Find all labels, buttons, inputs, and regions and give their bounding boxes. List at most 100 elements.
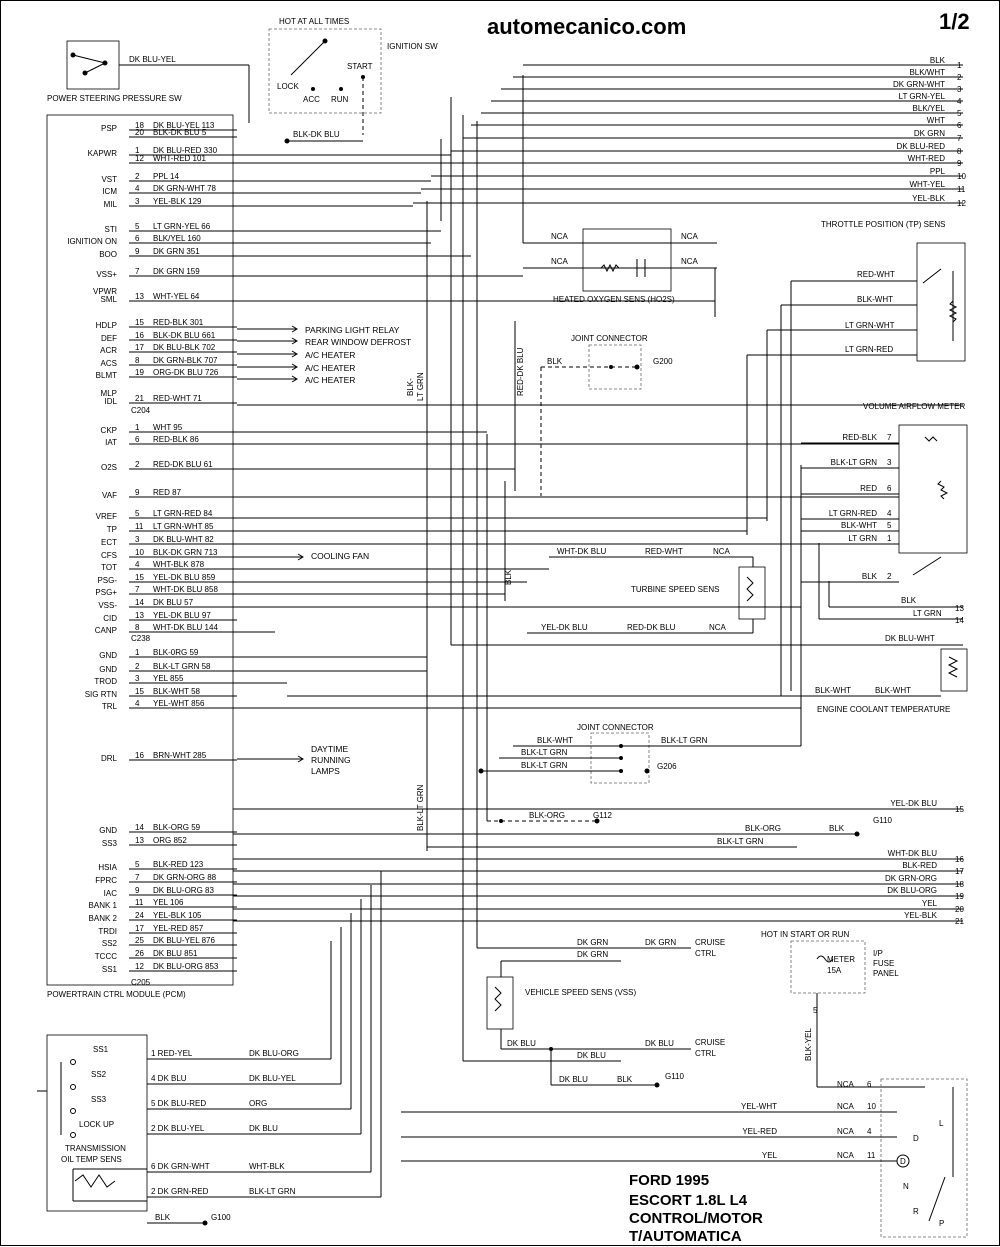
pcm-signal-label: ACS: [101, 359, 117, 368]
transmission-solenoid-pack: SS1 SS2 SS3 LOCK UP TRANSMISSION OIL TEM…: [37, 871, 382, 1226]
out-drl1: DAYTIME: [311, 744, 348, 754]
out-ac3: A/C HEATER: [305, 375, 355, 385]
pcm-signal-label: KAPWR: [88, 149, 118, 158]
joint2-w2: BLK-LT GRN: [521, 748, 568, 757]
harness-wire-label: PPL: [930, 167, 946, 176]
trans-gnd-wire: BLK: [155, 1213, 171, 1222]
pcm-pin-number: 14: [135, 598, 144, 607]
cruise1-l2: CTRL: [695, 949, 716, 958]
pcm-pin-number: 13: [135, 836, 144, 845]
trans-wire-label: WHT-BLK: [249, 1162, 285, 1171]
pcm-box: [46, 114, 234, 986]
harness-wire-label: LT GRN-YEL: [899, 92, 946, 101]
pcm-wire-label: YEL-WHT 856: [153, 699, 205, 708]
pcm-pin-number: 1: [135, 146, 140, 155]
trs-d: D: [913, 1134, 919, 1143]
pcm-pin-number: 9: [135, 247, 140, 256]
pcm-signal-label: TROD: [94, 677, 117, 686]
vam-wire-label: RED: [860, 484, 877, 493]
vlabel-reddkblu: RED-DK BLU: [516, 347, 525, 396]
ect-w2: BLK-WHT: [815, 686, 851, 695]
harness-wire-label: BLK/WHT: [909, 68, 945, 77]
trs-pin: 11: [867, 1151, 876, 1160]
pcm-signal-label: IDL: [105, 397, 118, 406]
vam-n14: 14: [955, 616, 964, 625]
pcm-signal-label: MLP: [101, 389, 117, 398]
pcm-signal-label: SS3: [102, 839, 118, 848]
pcm-wire-label: BLK-RED 123: [153, 860, 204, 869]
trs-p: P: [939, 1219, 944, 1228]
out-parking: PARKING LIGHT RELAY: [305, 325, 400, 335]
pcm-pin-number: 21: [135, 394, 144, 403]
pcm-wire-label: DK BLU-WHT 82: [153, 535, 214, 544]
trans-pin-label: 2 DK BLU-YEL: [151, 1124, 205, 1133]
harness-wire-label: BLK/YEL: [913, 104, 946, 113]
pcm-signal-label: CID: [103, 614, 117, 623]
fuse-panel3: PANEL: [873, 969, 899, 978]
tss-label: TURBINE SPEED SENS: [631, 585, 719, 594]
output-arrow: [237, 350, 298, 358]
trs-nca: NCA: [837, 1080, 855, 1089]
pcm-pin-number: 11: [135, 522, 144, 531]
pcm-pin-number: 8: [135, 356, 140, 365]
pcm-pin-number: 5: [135, 222, 140, 231]
harness-wire-label: WHT-RED: [908, 154, 946, 163]
ect-w3: BLK-WHT: [875, 686, 911, 695]
pcm-signal-label: SIG RTN: [85, 690, 118, 699]
vehicle-speed-sensor: VEHICLE SPEED SENS (VSS) DK GRN DK GRN D…: [463, 938, 725, 1088]
ign-sw-label: IGNITION SW: [387, 42, 438, 51]
pcm-wire-label: DK BLU 851: [153, 949, 198, 958]
pcm-wire-label: BLK-0RG 59: [153, 648, 199, 657]
ho2s-nca-3: NCA: [551, 257, 569, 266]
pcm-label: POWERTRAIN CTRL MODULE (PCM): [47, 990, 186, 999]
pcm-pin-number: 9: [135, 886, 140, 895]
pcm-signal-label: TRDI: [98, 927, 117, 936]
pcm-wire-label: WHT-DK BLU 144: [153, 623, 218, 632]
joint-connector-g200: JOINT CONNECTOR BLK G200: [540, 334, 673, 496]
harness-wire-label: DK BLU-RED: [897, 142, 946, 151]
pcm-signal-label: PSP: [101, 124, 117, 133]
trs-nca: NCA: [837, 1127, 855, 1136]
ignition-switch: HOT AT ALL TIMES IGNITION SW LOCK ACC RU…: [268, 17, 438, 144]
pcm-pin-number: 4: [135, 699, 140, 708]
harness-wire-label: DK BLU-ORG: [887, 886, 937, 895]
otemp-label2: OIL TEMP SENS: [61, 1155, 122, 1164]
ign-hot-label: HOT AT ALL TIMES: [279, 17, 349, 26]
pcm-wire-label: DK BLU-RED 330: [153, 146, 218, 155]
pcm-signal-label: STI: [105, 225, 117, 234]
harness-wire-label: BLK: [930, 56, 946, 65]
pcm-pin-number: 19: [135, 368, 144, 377]
out-ac1: A/C HEATER: [305, 350, 355, 360]
pcm-wire-label: RED-BLK 301: [153, 318, 204, 327]
joint2-w3: BLK-LT GRN: [521, 761, 568, 770]
pcm-pin-number: 25: [135, 936, 144, 945]
harness-wire-label: WHT: [927, 116, 945, 125]
ho2s-nca-1: NCA: [551, 232, 569, 241]
ps-switch-label: POWER STEERING PRESSURE SW: [47, 94, 182, 103]
pcm-pin-number: 10: [135, 548, 144, 557]
harness-wire-label: YEL: [922, 899, 938, 908]
pcm-wire-label: RED-WHT 71: [153, 394, 202, 403]
pcm-signal-label: MIL: [104, 200, 118, 209]
pcm-wire-label: RED 87: [153, 488, 182, 497]
pcm-pin-number: 15: [135, 318, 144, 327]
tp-wire-2: BLK-WHT: [857, 295, 893, 304]
pcm-pin-number: 15: [135, 573, 144, 582]
harness-pin: 16: [955, 855, 964, 864]
pcm-wire-label: BLK-LT GRN 58: [153, 662, 211, 671]
vam-label: VOLUME AIRFLOW METER: [863, 402, 965, 411]
trs-wire-label: YEL-RED: [742, 1127, 777, 1136]
pcm-wire-label: DK GRN 159: [153, 267, 200, 276]
ground-g110-a: BLK-ORG BLK BLK-LT GRN G110: [233, 816, 893, 848]
harness-pin: 4: [957, 97, 962, 106]
pcm-wire-label: DK BLU-ORG 853: [153, 962, 219, 971]
out-drl3: LAMPS: [311, 766, 340, 776]
pcm-wire-label: ORG-DK BLU 726: [153, 368, 219, 377]
pcm-pin-number: 24: [135, 911, 144, 920]
pcm-wire-label: BLK-DK GRN 713: [153, 548, 218, 557]
run-label: RUN: [331, 95, 349, 104]
site-title: automecanico.com: [487, 14, 686, 39]
harness-pin: 3: [957, 85, 962, 94]
trans-pin-label: 6 DK GRN-WHT: [151, 1162, 210, 1171]
